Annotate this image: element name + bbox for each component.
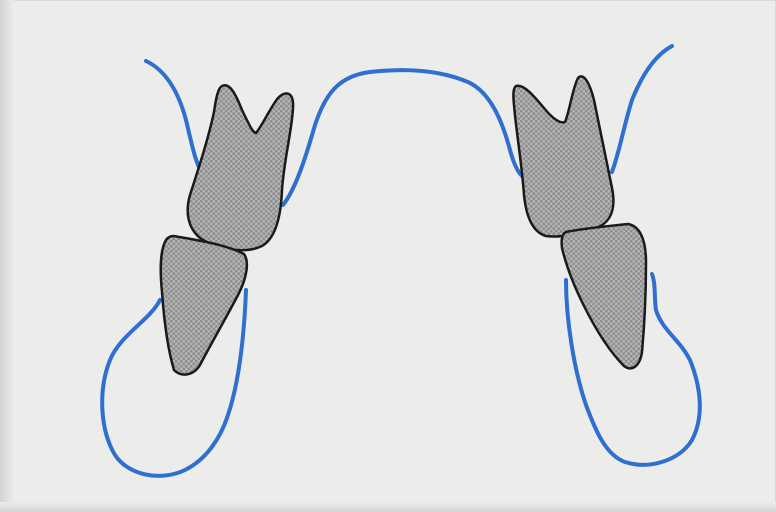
lower-right-molar [562,224,646,368]
upper-left-molar [188,85,293,250]
lower-left-molar [161,236,247,375]
upper-right-molar [513,76,613,236]
